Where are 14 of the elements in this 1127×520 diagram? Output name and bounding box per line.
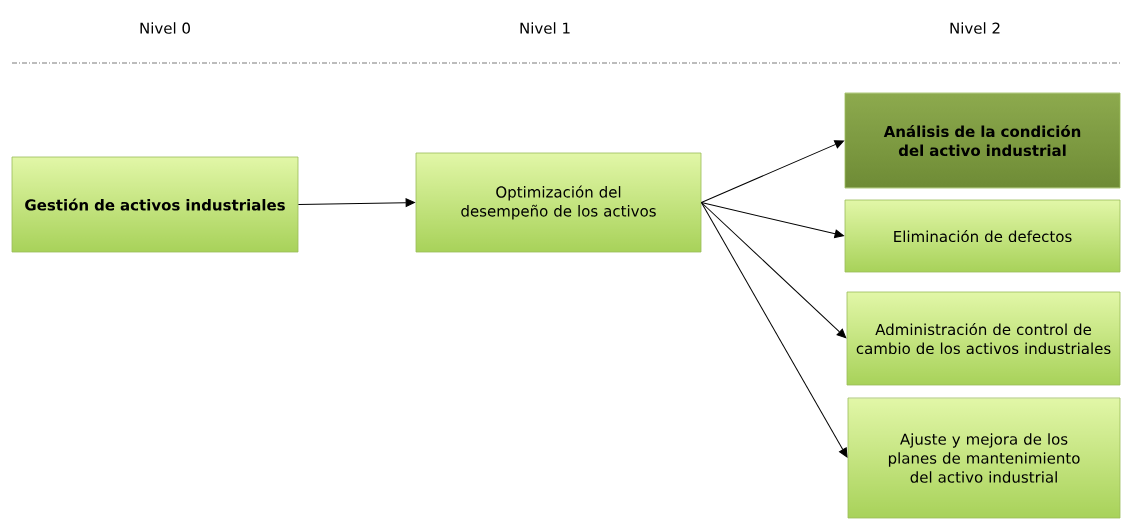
level-heading: Nivel 2: [950, 22, 1000, 34]
process-box: Análisis de la condición del activo industrial: [844, 92, 1121, 189]
process-box: Eliminación de defectos: [844, 199, 1121, 273]
process-box: Ajuste y mejora de los planes de mantenimiento del activo industrial: [847, 397, 1121, 519]
arrow: [700, 202, 847, 339]
process-box: Administración de control de cambio de los activos industriales: [846, 291, 1121, 386]
arrow: [700, 140, 844, 203]
arrow: [700, 202, 844, 239]
arrow: [700, 202, 848, 458]
arrow: [297, 198, 415, 207]
level-heading: Nivel 1: [520, 22, 570, 34]
level-heading: Nivel 0: [140, 22, 190, 34]
process-box: Gestión de activos industriales: [11, 156, 299, 253]
process-box: Optimización del desempeño de los activos: [415, 152, 702, 253]
